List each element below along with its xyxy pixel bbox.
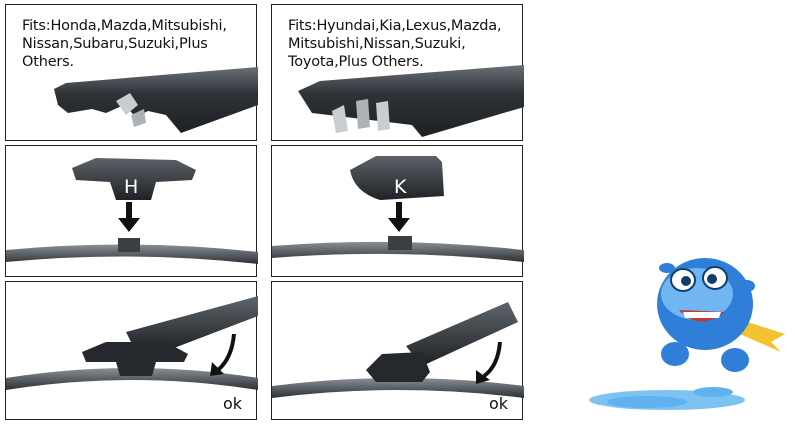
k-adapter-diagram xyxy=(272,156,524,262)
curved-arrow-icon xyxy=(216,333,236,372)
installed-arm-diagram xyxy=(272,302,524,398)
right-fits-text: Fits:Hyundai,Kia,Lexus,Mazda, Mitsubishi… xyxy=(288,18,502,70)
wiper-arm-icon xyxy=(298,65,524,137)
right-adapter-panel: K xyxy=(271,145,524,277)
left-fits-text: Fits:Honda,Mazda,Mitsubishi, Nissan,Suba… xyxy=(22,18,227,70)
adapter-letter-k: K xyxy=(394,176,407,198)
left-fits-panel: Fits:Honda,Mazda,Mitsubishi, Nissan,Suba… xyxy=(5,4,258,141)
adapter-letter-h: H xyxy=(124,176,139,198)
left-ok-label: ok xyxy=(222,394,242,413)
curved-arrow-icon xyxy=(482,341,502,378)
left-adapter-panel: H xyxy=(5,145,258,277)
h-adapter-diagram xyxy=(6,158,258,264)
right-fits-panel: Fits:Hyundai,Kia,Lexus,Mazda, Mitsubishi… xyxy=(271,4,524,141)
right-installed-panel: ok xyxy=(271,281,524,420)
left-installed-panel: ok xyxy=(5,281,258,420)
wiper-arm-icon xyxy=(54,67,258,133)
installed-arm-diagram xyxy=(6,296,258,390)
right-ok-label: ok xyxy=(488,394,508,413)
car-mascot-icon xyxy=(589,258,785,410)
down-arrow-icon xyxy=(396,202,402,220)
scarf-icon xyxy=(735,318,785,352)
down-arrow-icon xyxy=(126,202,132,220)
